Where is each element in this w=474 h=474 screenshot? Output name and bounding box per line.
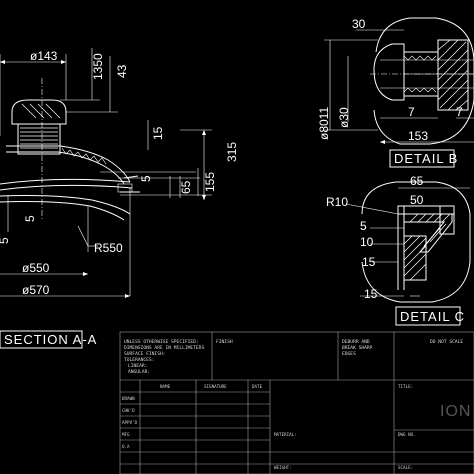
dim-c-d50: 50 [410, 193, 424, 207]
dim-d155: 155 [203, 172, 217, 192]
dim-d1350: 1350 [91, 53, 105, 80]
dwg-no-label: DWG NO. [398, 432, 416, 437]
dim-d15-top: 15 [151, 126, 165, 140]
note-line-1: UNLESS OTHERWISE SPECIFIED: [124, 339, 199, 345]
section-view: ø143 1350 43 15 315 155 65 5 5 5 R55 [0, 48, 239, 349]
material-label: MATERIAL: [274, 432, 297, 437]
dim-d315: 315 [225, 142, 239, 162]
dim-d550: ø550 [22, 261, 50, 275]
col-date: DATE [252, 384, 263, 389]
dim-c-d10: 10 [360, 235, 374, 249]
stem-hatch [20, 103, 61, 149]
dim-b-d7-b: 7 [456, 105, 463, 119]
detail-c-hatch [409, 213, 451, 247]
note-line-3: SURFACE FINISH: [124, 351, 166, 357]
note-line-6: ANGULAR: [128, 369, 150, 375]
scale-label: SCALE: [398, 465, 413, 470]
dim-c-d65: 65 [410, 174, 424, 188]
dim-d143: ø143 [30, 49, 58, 63]
dim-b-d30: 30 [352, 17, 366, 31]
row-chkd: CHK'D [122, 408, 135, 413]
col-signature: SIGNATURE [204, 384, 227, 389]
title-ghost: ION [440, 403, 471, 420]
row-qa: Q.A [122, 444, 130, 449]
title-label: TITLE: [398, 384, 413, 389]
dim-b-d8011: ø8011 [317, 107, 331, 140]
dim-d5-c: 5 [0, 237, 11, 244]
dim-b-phi30: ø30 [337, 107, 351, 128]
deburr-line-2: BREAK SHARP [342, 345, 373, 351]
dim-b-d7: 7 [408, 105, 415, 119]
detail-b-label: DETAIL B [394, 151, 458, 166]
dim-d43: 43 [115, 64, 129, 78]
dim-c-d15-b: 15 [364, 287, 378, 301]
dim-d5-b: 5 [23, 215, 37, 222]
row-appvd: APPV'D [122, 420, 138, 425]
dim-b-d153: 153 [408, 129, 428, 143]
detail-c-label: DETAIL C [400, 309, 465, 324]
title-block: UNLESS OTHERWISE SPECIFIED: DIMENSIONS A… [119, 331, 474, 474]
dim-d65: 65 [179, 180, 193, 194]
weight-label: WEIGHT: [274, 465, 292, 470]
detail-b: 30 ø8011 ø30 7 7 153 DETAIL B [317, 17, 474, 168]
deburr-line-3: EDGES [342, 351, 356, 357]
dim-c-d5: 5 [360, 219, 367, 233]
no-scale-label: DO NOT SCALE [430, 339, 463, 345]
col-name: NAME [160, 384, 171, 389]
section-label: SECTION A-A [4, 332, 97, 347]
note-line-5: LINEAR: [128, 363, 147, 369]
dim-c-d15-a: 15 [362, 255, 376, 269]
deburr-line-1: DEBURR AND [342, 339, 370, 345]
note-line-2: DIMENSIONS ARE IN MILLIMETERS [124, 345, 204, 351]
dim-d5-a: 5 [139, 175, 153, 182]
note-line-4: TOLERANCES: [124, 357, 154, 363]
detail-c: 65 50 R10 5 10 15 15 DETAIL C [326, 174, 471, 326]
row-drawn: DRAWN [122, 396, 135, 401]
dim-r550: R550 [94, 241, 123, 255]
detail-b-hatch [437, 39, 469, 111]
row-mfg: MFG [122, 432, 130, 437]
dim-d570: ø570 [22, 283, 50, 297]
dim-c-r10: R10 [326, 195, 348, 209]
finish-label: FINISH [216, 339, 233, 345]
